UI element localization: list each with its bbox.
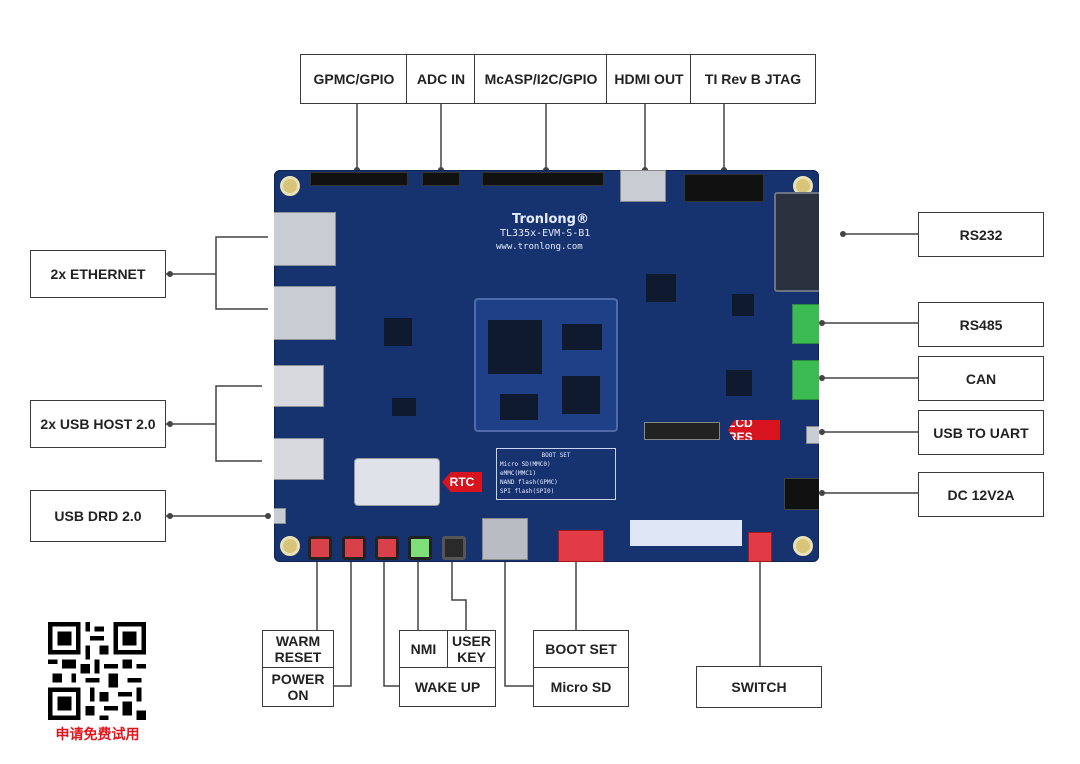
usb-host-port xyxy=(274,438,324,480)
label-jtag: TI Rev B JTAG xyxy=(690,54,816,104)
label-mcasp: McASP/I2C/GPIO xyxy=(474,54,608,104)
adc-header xyxy=(422,172,460,186)
label-warm-reset: WARM RESET xyxy=(262,630,334,668)
label-power-on: POWER ON xyxy=(262,667,334,707)
power-switch xyxy=(748,532,772,562)
label-ethernet: 2x ETHERNET xyxy=(30,250,166,298)
boot-table-title: BOOT SET xyxy=(541,452,571,459)
usb-host-port xyxy=(274,365,324,407)
processor-chip xyxy=(488,320,542,374)
som-module xyxy=(474,298,618,432)
can-terminal xyxy=(792,360,819,400)
usb-drd-port xyxy=(274,508,286,524)
micro-sd-slot xyxy=(482,518,528,560)
rs485-terminal xyxy=(792,304,819,344)
label-dc: DC 12V2A xyxy=(918,472,1044,517)
rtc-tag: RTC xyxy=(442,472,482,492)
boot-dip-switch xyxy=(558,530,604,562)
usb-uart-port xyxy=(806,426,819,444)
jtag-header xyxy=(684,174,764,202)
label-rs485: RS485 xyxy=(918,302,1044,347)
free-trial-text[interactable]: 申请免费试用 xyxy=(55,727,140,743)
memory-chip xyxy=(500,394,538,420)
mount-hole xyxy=(280,536,300,556)
label-usb-drd: USB DRD 2.0 xyxy=(30,490,166,542)
label-hdmi-out: HDMI OUT xyxy=(606,54,692,104)
label-rs232: RS232 xyxy=(918,212,1044,257)
mount-hole xyxy=(280,176,300,196)
url-text: www.tronlong.com xyxy=(496,242,583,252)
model-text: TL335x-EVM-S-B1 xyxy=(500,228,591,239)
mount-hole xyxy=(793,536,813,556)
ethernet-port xyxy=(274,212,336,266)
warm-reset-button xyxy=(308,536,332,560)
evm-board: Tronlong® TL335x-EVM-S-B1 www.tronlong.c… xyxy=(274,170,819,562)
user-key-button xyxy=(442,536,466,560)
brand-text: Tronlong® xyxy=(512,212,589,227)
qr-code[interactable] xyxy=(48,622,146,720)
chip xyxy=(732,294,754,316)
nmi-button xyxy=(408,536,432,560)
dc-jack xyxy=(784,478,819,510)
lcd-connector xyxy=(644,422,720,440)
lcd-res-tag: LCD RES xyxy=(728,420,780,440)
silkscreen-strip xyxy=(630,520,742,546)
power-on-button xyxy=(342,536,366,560)
memory-chip xyxy=(562,324,602,350)
chip xyxy=(392,398,416,416)
chip xyxy=(646,274,676,302)
boot-table: BOOT SET Micro SD(MMC0) eMMC(MMC1) NAND … xyxy=(496,448,616,500)
chip xyxy=(384,318,412,346)
ethernet-port xyxy=(274,286,336,340)
label-micro-sd: Micro SD xyxy=(533,667,629,707)
memory-chip xyxy=(562,376,600,414)
rtc-battery xyxy=(354,458,440,506)
boot-row: NAND flash(GPMC) xyxy=(500,479,558,486)
mcasp-header xyxy=(482,172,604,186)
label-boot-set: BOOT SET xyxy=(533,630,629,668)
boot-row: SPI flash(SPI0) xyxy=(500,488,555,495)
wake-up-button xyxy=(375,536,399,560)
chip xyxy=(726,370,752,396)
label-can: CAN xyxy=(918,356,1044,401)
label-wake-up: WAKE UP xyxy=(399,667,496,707)
gpmc-header xyxy=(310,172,408,186)
label-switch: SWITCH xyxy=(696,666,822,708)
db9-connector xyxy=(774,192,819,292)
label-adc-in: ADC IN xyxy=(406,54,476,104)
label-usb-to-uart: USB TO UART xyxy=(918,410,1044,455)
hdmi-port xyxy=(620,170,666,202)
label-usb-host: 2x USB HOST 2.0 xyxy=(30,400,166,448)
boot-row: Micro SD(MMC0) xyxy=(500,461,551,468)
label-user-key: USER KEY xyxy=(447,630,496,668)
label-nmi: NMI xyxy=(399,630,448,668)
boot-row: eMMC(MMC1) xyxy=(500,470,537,477)
label-gpmc-gpio: GPMC/GPIO xyxy=(300,54,408,104)
